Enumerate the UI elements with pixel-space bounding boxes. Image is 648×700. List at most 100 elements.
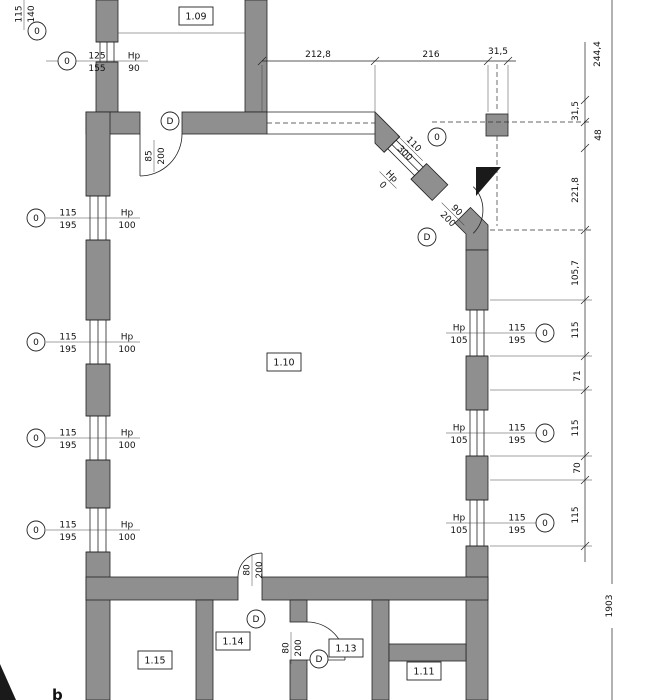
- window-diagonal: [383, 136, 427, 180]
- svg-text:0: 0: [33, 338, 39, 348]
- svg-text:155: 155: [88, 64, 105, 74]
- dim-right-71: 71: [573, 370, 583, 381]
- svg-text:1.11: 1.11: [413, 667, 434, 678]
- dim-right-31: 31,5: [571, 101, 581, 121]
- svg-text:100: 100: [118, 533, 135, 543]
- svg-text:Hp: Hp: [453, 514, 466, 524]
- svg-text:0: 0: [434, 133, 440, 143]
- svg-text:Hp: Hp: [121, 429, 134, 439]
- door-symbol: [160, 111, 180, 131]
- svg-text:200: 200: [157, 147, 167, 164]
- window-top-label: 0 125 155 Hp 90: [46, 51, 148, 74]
- section-marker-triangle: [476, 167, 501, 196]
- window-symbol: [26, 520, 46, 540]
- svg-text:115: 115: [508, 424, 525, 434]
- walls: [85, 0, 509, 700]
- window-right-label-2: Hp 105 115 195 0: [446, 424, 555, 446]
- svg-text:100: 100: [118, 221, 135, 231]
- dim-right-48: 48: [594, 129, 604, 141]
- svg-text:100: 100: [118, 441, 135, 451]
- svg-text:80: 80: [282, 642, 292, 654]
- svg-text:1.09: 1.09: [185, 12, 206, 23]
- window-right-label-1: Hp 105 115 195 0: [446, 323, 555, 346]
- room-tag-111: 1.11: [406, 661, 442, 681]
- window-right-label-3: Hp 105 115 195 0: [446, 513, 555, 536]
- svg-text:195: 195: [59, 533, 76, 543]
- room-tag-113: 1.13: [328, 638, 364, 658]
- window-diagonal-hp-label: Hp 0: [377, 169, 400, 192]
- svg-text:195: 195: [508, 526, 525, 536]
- dim-right-115a: 115: [571, 321, 581, 338]
- svg-text:1.13: 1.13: [335, 644, 356, 655]
- svg-text:0: 0: [34, 27, 40, 37]
- door-symbol: [417, 227, 437, 247]
- svg-text:0: 0: [542, 329, 548, 339]
- svg-text:195: 195: [59, 441, 76, 451]
- svg-text:0: 0: [64, 57, 70, 67]
- svg-text:0: 0: [377, 180, 388, 191]
- svg-text:1.14: 1.14: [222, 637, 243, 648]
- door-entry-swing: [139, 133, 183, 177]
- window-symbol: [57, 51, 77, 71]
- svg-text:Hp: Hp: [128, 52, 141, 62]
- door-entry-label: 85 200: [145, 140, 167, 172]
- svg-text:90: 90: [128, 64, 140, 74]
- window-corner-label: 115 140: [15, 0, 37, 30]
- window-symbol: [26, 428, 46, 448]
- svg-text:115: 115: [508, 514, 525, 524]
- svg-text:100: 100: [118, 345, 135, 355]
- svg-text:D: D: [424, 233, 431, 243]
- annotations: 212,8 216 31,5 244,4 31,5 48 221,8 105,7…: [15, 0, 615, 700]
- room-tag-114: 1.14: [215, 631, 251, 651]
- svg-text:85: 85: [145, 150, 155, 161]
- svg-text:D: D: [167, 117, 174, 127]
- svg-text:200: 200: [294, 639, 304, 656]
- door-interior-label: 80 200: [282, 632, 304, 664]
- svg-text:115: 115: [59, 521, 76, 531]
- window-symbol: [26, 208, 46, 228]
- svg-text:0: 0: [33, 434, 39, 444]
- svg-text:195: 195: [59, 345, 76, 355]
- dim-total: 1903: [605, 595, 615, 618]
- room-tag-109: 1.09: [178, 6, 214, 26]
- window-left-label-3: 0 115 195 Hp 100: [26, 428, 140, 451]
- svg-text:115: 115: [59, 209, 76, 219]
- svg-text:0: 0: [542, 519, 548, 529]
- column: [485, 113, 509, 137]
- door-symbol: [246, 609, 266, 629]
- svg-text:0: 0: [542, 429, 548, 439]
- dimension-lines: [257, 0, 613, 700]
- svg-text:115: 115: [59, 333, 76, 343]
- svg-text:115: 115: [15, 5, 25, 22]
- svg-text:115: 115: [59, 429, 76, 439]
- svg-text:Hp: Hp: [453, 324, 466, 334]
- svg-text:115: 115: [508, 324, 525, 334]
- windows-glazing: [86, 41, 488, 553]
- room-tag-110: 1.10: [266, 352, 302, 372]
- dim-right-221: 221,8: [571, 177, 581, 203]
- room-tag-115: 1.15: [137, 650, 173, 670]
- stair-mark: b: [52, 686, 63, 700]
- door-bottom-label: 80 200: [243, 554, 265, 586]
- window-symbol: [535, 323, 555, 343]
- svg-text:Hp: Hp: [121, 209, 134, 219]
- svg-text:0: 0: [33, 526, 39, 536]
- window-symbol: [535, 513, 555, 533]
- dim-right-115b: 115: [571, 419, 581, 436]
- dim-right-244: 244,4: [593, 41, 603, 67]
- door-bottom-swing: [237, 552, 263, 578]
- svg-text:0: 0: [33, 214, 39, 224]
- svg-text:140: 140: [27, 5, 37, 22]
- svg-text:195: 195: [508, 336, 525, 346]
- svg-text:105: 105: [450, 526, 467, 536]
- svg-text:195: 195: [59, 221, 76, 231]
- svg-text:1.15: 1.15: [144, 656, 165, 667]
- svg-text:105: 105: [450, 336, 467, 346]
- window-left-label-4: 0 115 195 Hp 100: [26, 520, 140, 543]
- svg-text:Hp: Hp: [121, 521, 134, 531]
- dim-right-105: 105,7: [571, 260, 581, 286]
- window-symbol: [427, 127, 447, 147]
- svg-text:195: 195: [508, 436, 525, 446]
- svg-text:D: D: [316, 655, 323, 665]
